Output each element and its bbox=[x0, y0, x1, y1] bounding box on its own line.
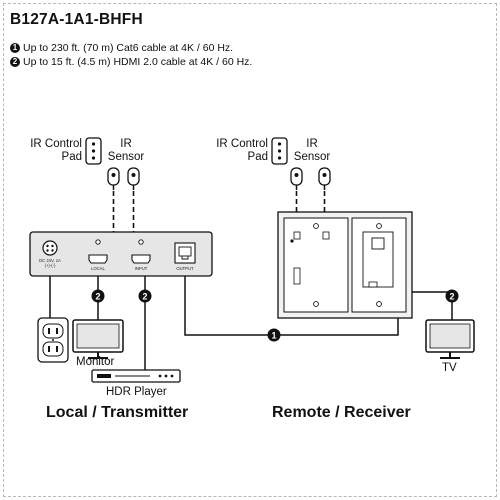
tv-label: TV bbox=[442, 362, 457, 374]
badge-hdmi-tv: 2 bbox=[445, 289, 459, 303]
port-output-label: OUTPUT bbox=[176, 266, 194, 271]
port-local-label: LOCAL bbox=[91, 266, 105, 271]
power-port-label: DC 24V, 1A (+)-(-) bbox=[39, 258, 61, 268]
svg-text:2: 2 bbox=[95, 291, 100, 301]
ir-control-pad-label: IR Control Pad bbox=[30, 138, 82, 163]
transmitter-section-label: Local / Transmitter bbox=[46, 404, 189, 421]
ir-receiver-plug-icon bbox=[107, 167, 120, 190]
power-outlet-icon bbox=[37, 317, 69, 363]
transmitter-unit bbox=[29, 231, 213, 277]
note-cat6: 1 Up to 230 ft. (70 m) Cat6 cable at 4K … bbox=[10, 42, 233, 54]
note-number-badge: 1 bbox=[10, 43, 20, 53]
product-title: B127A-1A1-BHFH bbox=[10, 11, 143, 28]
badge-hdmi-local: 2 bbox=[91, 289, 105, 303]
monitor-label: Monitor bbox=[76, 356, 115, 368]
badge-cat6: 1 bbox=[267, 328, 281, 342]
receiver-section-label: Remote / Receiver bbox=[272, 404, 411, 421]
diagram-frame bbox=[3, 3, 497, 497]
ir-sensor-label: IR Sensor bbox=[107, 138, 145, 163]
tv-icon bbox=[425, 319, 475, 359]
hdr-player-icon bbox=[91, 369, 181, 383]
note-number-badge: 2 bbox=[10, 57, 20, 67]
ir-sensor-plug-icon bbox=[318, 167, 331, 190]
ir-sensor-plug-icon bbox=[127, 167, 140, 190]
ir-control-pad-icon bbox=[85, 137, 102, 165]
port-input-label: INPUT bbox=[134, 266, 148, 271]
svg-text:2: 2 bbox=[142, 291, 147, 301]
receiver-wall-plate bbox=[277, 211, 413, 319]
note-text: Up to 230 ft. (70 m) Cat6 cable at 4K / … bbox=[23, 42, 234, 54]
ir-control-pad-icon bbox=[271, 137, 288, 165]
note-text: Up to 15 ft. (4.5 m) HDMI 2.0 cable at 4… bbox=[23, 56, 253, 68]
hdr-player-label: HDR Player bbox=[106, 386, 167, 398]
monitor-icon bbox=[72, 319, 124, 359]
note-hdmi: 2 Up to 15 ft. (4.5 m) HDMI 2.0 cable at… bbox=[10, 56, 252, 68]
ir-sensor-label: IR Sensor bbox=[293, 138, 331, 163]
svg-text:2: 2 bbox=[449, 291, 454, 301]
ir-control-pad-label: IR Control Pad bbox=[216, 138, 268, 163]
ir-receiver-plug-icon bbox=[290, 167, 303, 190]
badge-hdmi-input: 2 bbox=[138, 289, 152, 303]
svg-text:1: 1 bbox=[271, 330, 276, 340]
